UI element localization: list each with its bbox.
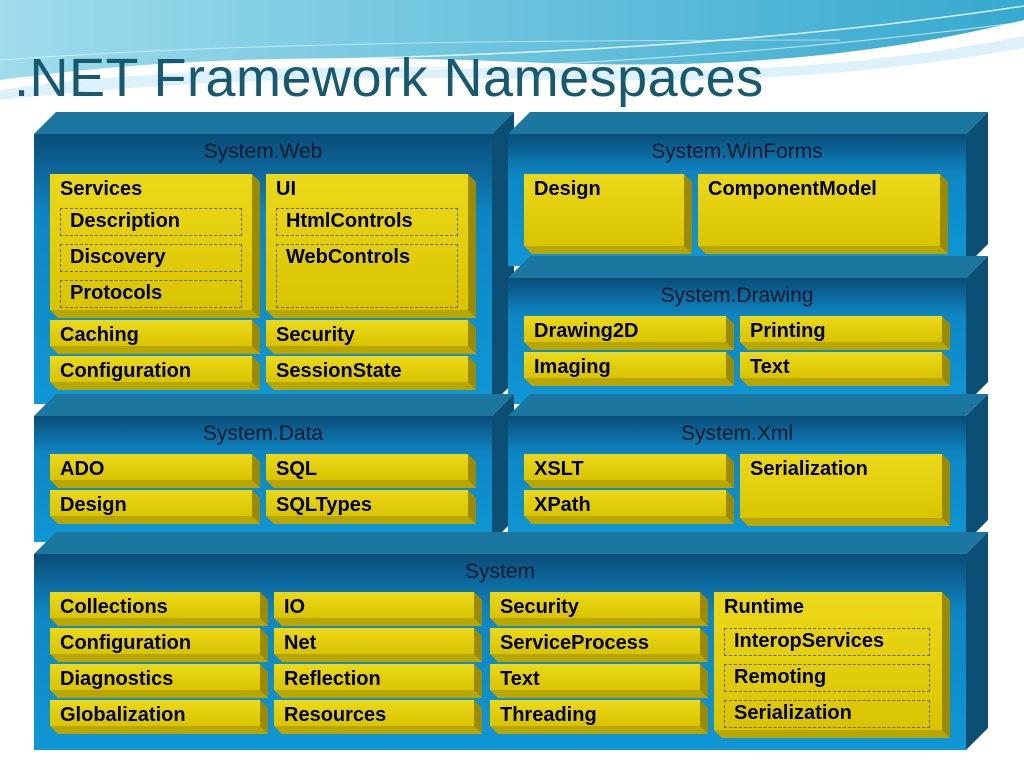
box-security: Security	[490, 592, 708, 626]
box-sessionstate: SessionState	[266, 356, 476, 390]
sub-htmlcontrols: HtmlControls	[276, 208, 458, 236]
box-globalization: Globalization	[50, 700, 268, 734]
box-sqltypes: SQLTypes	[266, 490, 476, 524]
panel-title: System.Drawing	[660, 284, 814, 307]
panel-title: System.Web	[203, 140, 323, 163]
header-swoosh-decoration	[0, 0, 1024, 100]
panel-title: System.WinForms	[651, 140, 823, 163]
sub-discovery: Discovery	[60, 244, 242, 272]
page-title: .NET Framework Namespaces	[14, 48, 764, 108]
sub-serialization: Serialization	[724, 700, 930, 728]
box-services: Services	[50, 174, 260, 318]
panel-title: System	[464, 560, 535, 583]
box-security: Security	[266, 320, 476, 354]
panel-system-xml: System.Xml XSLT Serialization XPath	[508, 394, 988, 542]
box-collections: Collections	[50, 592, 268, 626]
box-diagnostics: Diagnostics	[50, 664, 268, 698]
sub-interopservices: InteropServices	[724, 628, 930, 656]
box-serviceprocess: ServiceProcess	[490, 628, 708, 662]
box-resources: Resources	[274, 700, 482, 734]
box-design: Design	[524, 174, 692, 254]
sub-remoting: Remoting	[724, 664, 930, 692]
panel-title: System.Data	[202, 422, 324, 445]
box-sql: SQL	[266, 454, 476, 488]
box-xslt: XSLT	[524, 454, 734, 488]
box-reflection: Reflection	[274, 664, 482, 698]
box-configuration: Configuration	[50, 628, 268, 662]
box-label: Runtime	[724, 596, 804, 618]
box-serialization: Serialization	[740, 454, 950, 526]
box-ui: UI	[266, 174, 476, 318]
box-net: Net	[274, 628, 482, 662]
sub-webcontrols: WebControls	[276, 244, 458, 308]
box-drawing2d: Drawing2D	[524, 316, 734, 350]
box-threading: Threading	[490, 700, 708, 734]
box-design: Design	[50, 490, 260, 524]
box-io: IO	[274, 592, 482, 626]
box-componentmodel: ComponentModel	[698, 174, 948, 254]
box-caching: Caching	[50, 320, 260, 354]
box-imaging: Imaging	[524, 352, 734, 386]
box-text: Text	[490, 664, 708, 698]
panel-system-data: System.Data ADO SQL Design SQLTypes	[34, 394, 514, 542]
box-text: Text	[740, 352, 950, 386]
box-ado: ADO	[50, 454, 260, 488]
panel-system: System Collections Configuration Diagnos…	[34, 532, 988, 750]
box-printing: Printing	[740, 316, 950, 350]
panel-system-drawing: System.Drawing Drawing2D Printing Imagin…	[508, 256, 988, 404]
sub-description: Description	[60, 208, 242, 236]
box-configuration: Configuration	[50, 356, 260, 390]
panel-title: System.Xml	[680, 422, 793, 445]
box-label: UI	[276, 178, 296, 200]
panel-system-web: System.Web Services Description Discover…	[34, 112, 514, 404]
panel-system-winforms: System.WinForms Design ComponentModel	[508, 112, 988, 266]
box-runtime: Runtime	[714, 592, 950, 738]
box-label: Services	[60, 178, 143, 200]
sub-protocols: Protocols	[60, 280, 242, 308]
box-xpath: XPath	[524, 490, 734, 524]
